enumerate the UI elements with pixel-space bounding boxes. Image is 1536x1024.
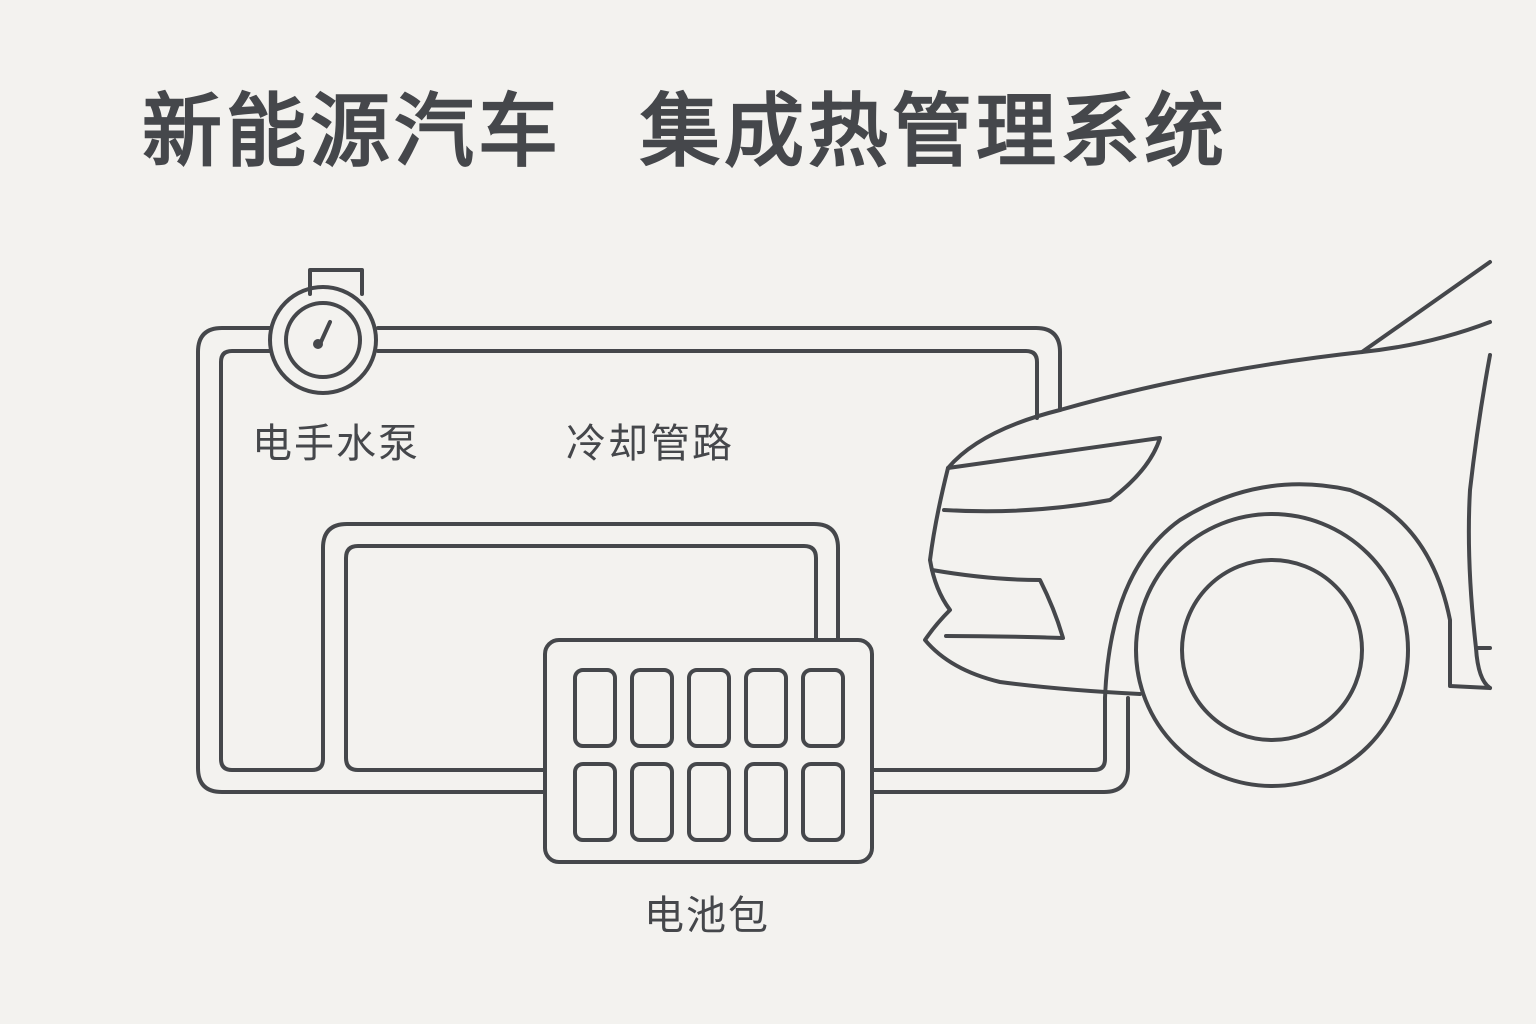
battery-cell	[687, 762, 731, 842]
pump-label: 电手水泵	[252, 421, 420, 467]
battery-label: 电池包	[644, 893, 770, 939]
battery-cell	[801, 762, 845, 842]
page-title-part1: 新能源汽车	[142, 85, 562, 178]
battery-cell	[801, 668, 845, 748]
page-title-part2: 集成热管理系统	[640, 85, 1228, 178]
gauge-icon	[268, 268, 378, 395]
battery-cell	[744, 668, 788, 748]
battery-cells-icon	[543, 638, 874, 864]
battery-cell	[687, 668, 731, 748]
battery-cell	[630, 762, 674, 842]
car-outline	[923, 260, 1492, 788]
cooling-loop-outer	[196, 326, 1130, 794]
cooling-loop-inner	[344, 544, 818, 772]
battery-cell	[744, 762, 788, 842]
battery-cell	[573, 762, 617, 842]
battery-cell	[573, 668, 617, 748]
battery-cell	[630, 668, 674, 748]
pipe-label: 冷却管路	[566, 421, 734, 467]
